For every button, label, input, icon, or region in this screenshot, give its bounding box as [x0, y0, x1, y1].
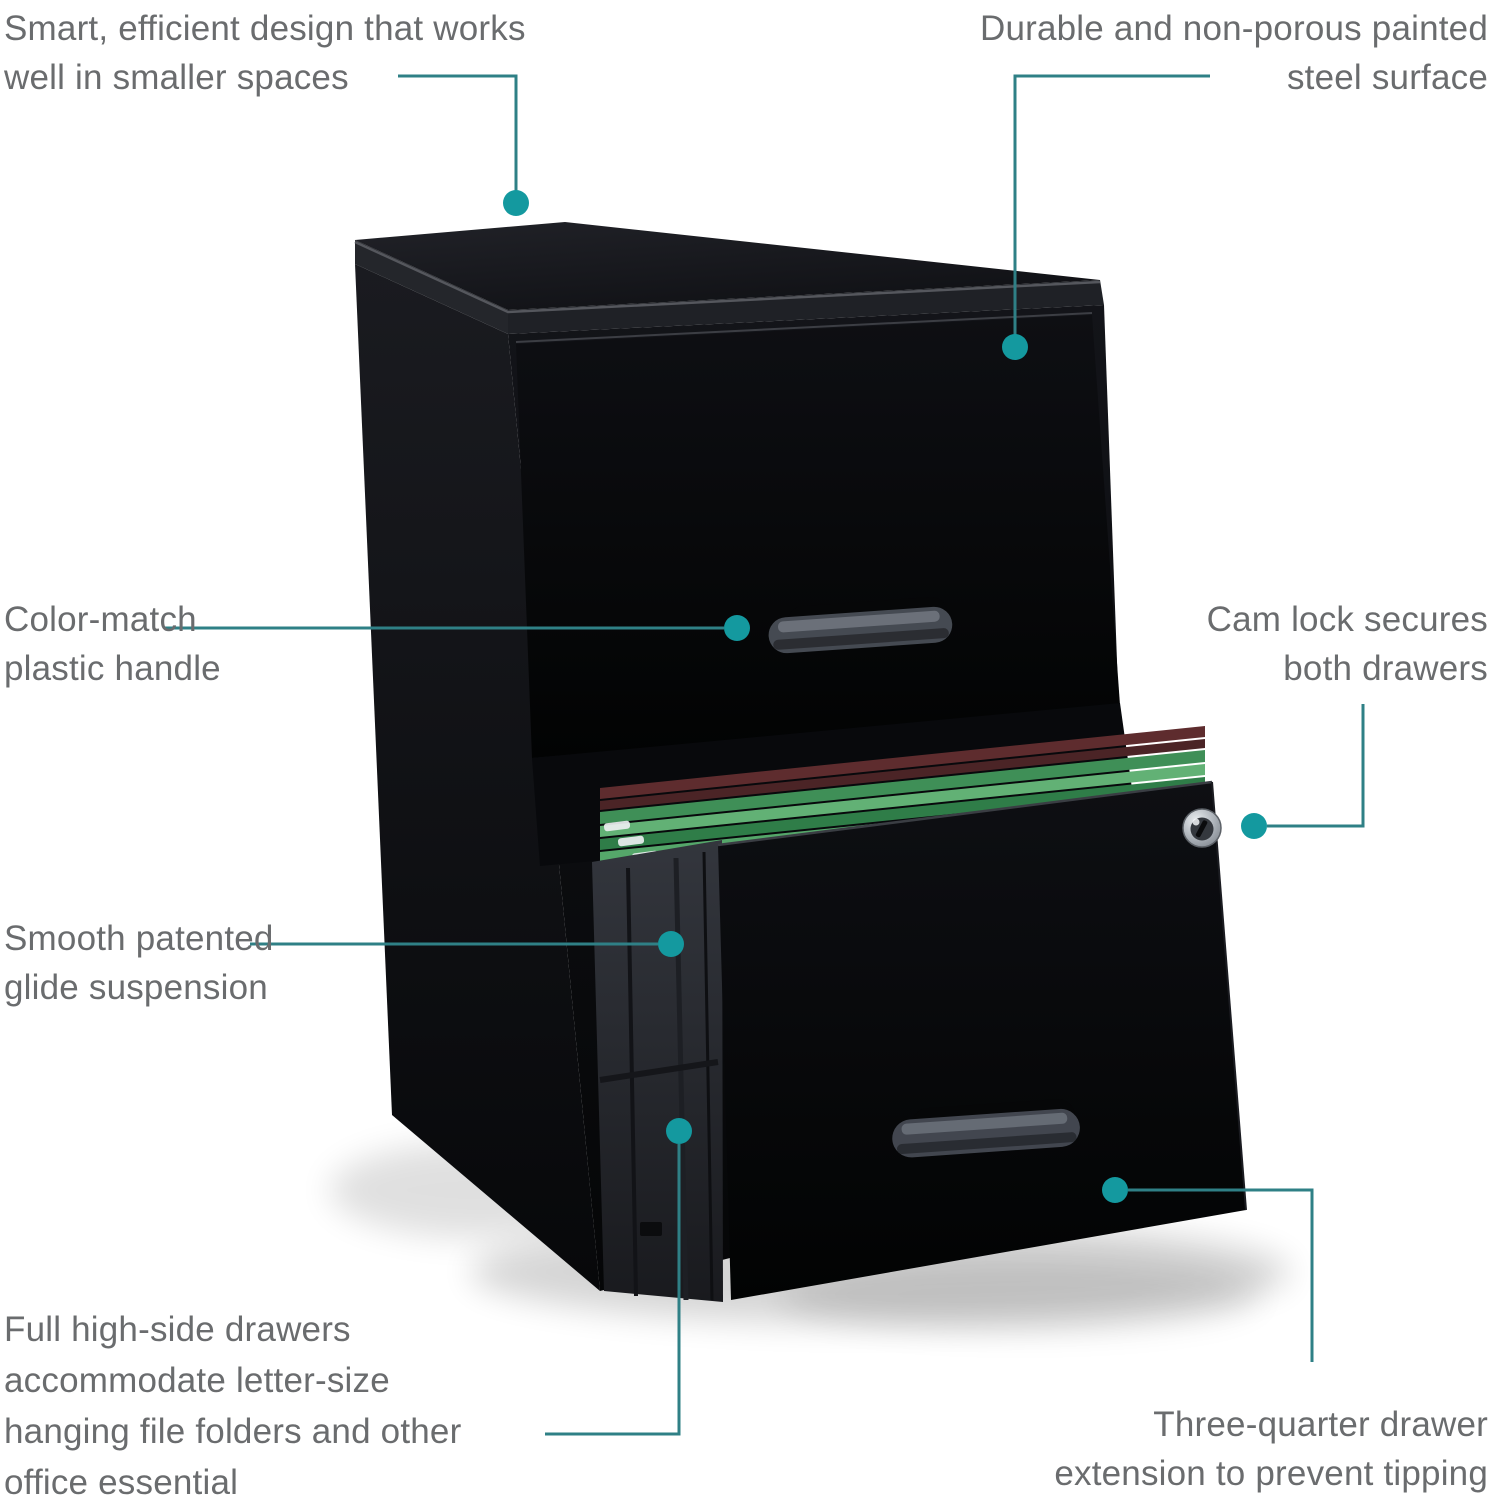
callout-steel-surface-line — [1013, 74, 1210, 335]
folder-stripe — [600, 777, 1205, 850]
top-drawer-front — [516, 315, 1120, 758]
annotation-line: extension to prevent tipping — [1054, 1454, 1488, 1493]
callout-drawer-extension-line — [1128, 1188, 1314, 1362]
annotation-line: both drawers — [1283, 649, 1488, 688]
folder-stripe — [600, 764, 1205, 837]
annotation-glide-suspension: Smooth patented glide suspension — [4, 914, 274, 1012]
annotation-line: Three-quarter drawer — [1153, 1405, 1488, 1444]
annotation-line: hanging file folders and other — [4, 1412, 462, 1451]
annotation-line: Full high-side drawers — [4, 1310, 351, 1349]
callout-steel-surface-dot — [1002, 334, 1028, 360]
annotation-line: office essential — [4, 1463, 239, 1502]
folder-stripe — [600, 750, 1205, 824]
bottom-drawer-handle — [892, 1099, 1080, 1158]
callout-drawer-extension-dot — [1102, 1177, 1128, 1203]
annotation-drawer-extension: Three-quarter drawer extension to preven… — [1054, 1400, 1488, 1498]
cam-lock — [1182, 808, 1222, 848]
cabinet-top-face — [355, 222, 1100, 310]
annotation-line: steel surface — [1286, 58, 1488, 97]
bottom-drawer-top-edge — [717, 780, 1213, 847]
folder-stripe — [600, 739, 1205, 810]
annotation-steel-surface: Durable and non-porous painted steel sur… — [980, 4, 1488, 102]
annotation-line: Smooth patented — [4, 919, 274, 958]
cabinet-left-panel — [355, 264, 600, 1291]
glide-suspension-rail — [592, 840, 723, 1302]
callout-cam-lock-line — [1267, 704, 1365, 828]
cabinet-lid-rim-front — [508, 280, 1104, 334]
annotation-high-side-drawers: Full high-side drawers accommodate lette… — [4, 1304, 461, 1508]
cabinet-lid-rim-left — [355, 240, 508, 334]
annotation-line: Smart, efficient design that works — [4, 9, 526, 48]
bottom-drawer — [717, 780, 1247, 1300]
top-drawer-handle — [768, 596, 953, 654]
annotation-line: glide suspension — [4, 968, 268, 1007]
callout-cam-lock-dot — [1241, 813, 1267, 839]
annotation-line: accommodate letter-size — [4, 1361, 390, 1400]
lid-highlight — [354, 240, 1101, 314]
annotation-line: well in smaller spaces — [4, 58, 349, 97]
callout-glide-suspension-dot — [658, 931, 684, 957]
bottom-drawer-front — [718, 782, 1246, 1300]
annotation-line: Color-match — [4, 600, 197, 639]
callout-high-side-drawers-line — [545, 1144, 681, 1436]
annotation-line: Cam lock secures — [1206, 600, 1488, 639]
top-drawer-gap — [515, 312, 1093, 343]
folder-stripe — [600, 726, 1205, 799]
annotation-plastic-handle: Color-match plastic handle — [4, 595, 221, 693]
annotation-line: plastic handle — [4, 649, 221, 688]
callout-high-side-drawers-dot — [666, 1118, 692, 1144]
annotation-line: Durable and non-porous painted — [979, 9, 1488, 48]
callout-smart-design-dot — [503, 190, 529, 216]
callout-plastic-handle-dot — [724, 615, 750, 641]
annotation-cam-lock: Cam lock secures both drawers — [1207, 595, 1488, 693]
annotation-smart-design: Smart, efficient design that works well … — [4, 4, 526, 102]
callout-smart-design-line — [398, 74, 518, 191]
